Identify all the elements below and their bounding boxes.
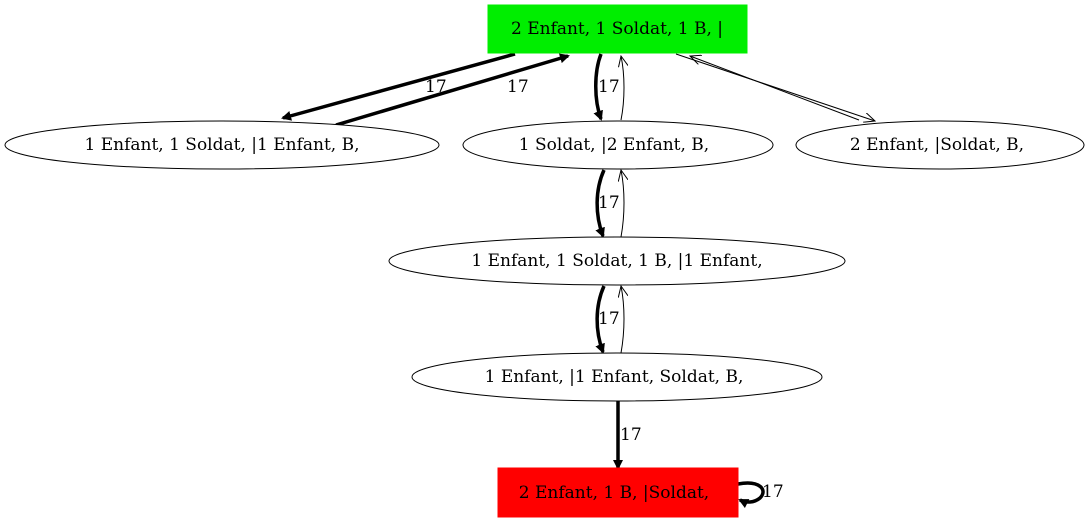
edge-label-n4-n5: 17	[598, 309, 620, 329]
edge-label-n1-n0: 17	[507, 77, 529, 97]
edge-label-n6-self: 17	[762, 482, 784, 502]
node-state: 1 Soldat, |2 Enfant, B,	[462, 120, 774, 170]
edge-n2-n4	[595, 169, 606, 238]
node-state: 1 Enfant, 1 Soldat, 1 B, |1 Enfant,	[388, 236, 846, 286]
edge-n2-n0	[621, 56, 624, 121]
edge-n0-n1	[281, 52, 516, 121]
node-state: 1 Enfant, 1 Soldat, |1 Enfant, B,	[4, 120, 440, 170]
edge-n1-n0	[335, 53, 570, 127]
edge-n0-n3	[675, 53, 875, 121]
edge-n4-n5	[595, 285, 606, 354]
edge-n6-self	[737, 481, 765, 509]
edge-n4-n2	[621, 170, 624, 238]
nodes: 2 Enfant, 1 Soldat, 1 B, | 1 Enfant, 1 S…	[4, 4, 1085, 518]
node-label: 1 Soldat, |2 Enfant, B,	[519, 135, 709, 155]
node-label: 1 Enfant, 1 Soldat, 1 B, |1 Enfant,	[471, 251, 762, 271]
node-label: 1 Enfant, 1 Soldat, |1 Enfant, B,	[84, 135, 359, 155]
node-label: 1 Enfant, |1 Enfant, Soldat, B,	[485, 367, 744, 387]
edges: 17 17 17 17 17 17 17	[281, 52, 875, 509]
edge-label-n5-n6: 17	[620, 425, 642, 445]
node-label: 2 Enfant, 1 Soldat, 1 B, |	[511, 19, 723, 39]
edge-n3-n0	[690, 56, 860, 121]
edge-label-n0-n2: 17	[598, 77, 620, 97]
node-state: 2 Enfant, |Soldat, B,	[795, 120, 1085, 170]
edge-label-n2-n4: 17	[598, 193, 620, 213]
node-state: 1 Enfant, |1 Enfant, Soldat, B,	[411, 352, 823, 402]
node-start: 2 Enfant, 1 Soldat, 1 B, |	[487, 4, 748, 54]
edge-n5-n4	[621, 286, 624, 354]
edge-n0-n2	[593, 53, 603, 121]
node-label: 2 Enfant, |Soldat, B,	[850, 135, 1024, 155]
node-goal: 2 Enfant, 1 B, |Soldat,	[497, 467, 739, 518]
node-label: 2 Enfant, 1 B, |Soldat,	[519, 483, 709, 503]
